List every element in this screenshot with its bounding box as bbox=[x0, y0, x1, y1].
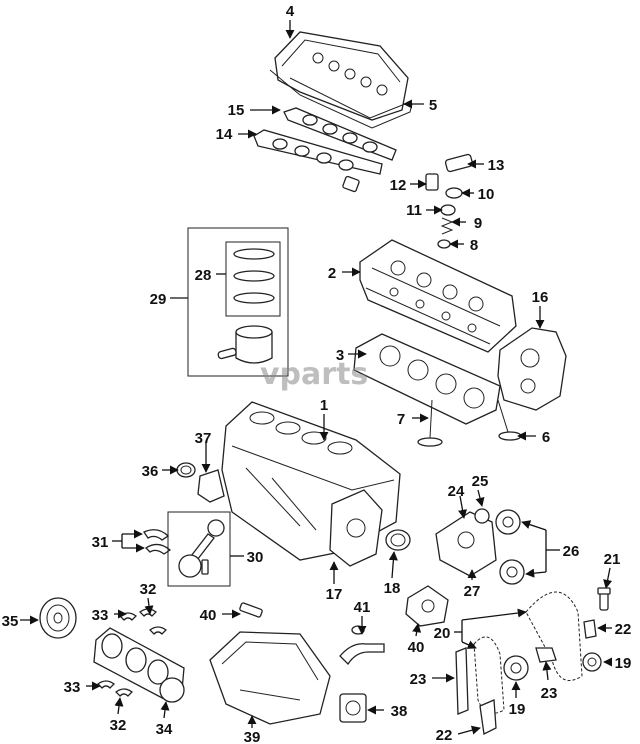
exhaust-valve-drawing bbox=[497, 399, 522, 441]
callout-1: 1 bbox=[320, 397, 328, 414]
callout-2: 2 bbox=[328, 265, 336, 282]
chain-guide-drawing bbox=[455, 619, 597, 735]
callout-19-right: 19 bbox=[615, 655, 632, 672]
callout-11: 11 bbox=[406, 202, 422, 219]
camshaft-adjuster-drawing bbox=[495, 509, 525, 585]
callout-30: 30 bbox=[247, 549, 264, 566]
callout-37: 37 bbox=[195, 430, 212, 447]
callout-36: 36 bbox=[142, 463, 159, 480]
oil-pan-drawing bbox=[209, 631, 331, 725]
oil-filter-housing-drawing bbox=[339, 693, 367, 723]
callout-15: 15 bbox=[228, 102, 245, 119]
callout-40-right: 40 bbox=[408, 639, 425, 656]
callout-16: 16 bbox=[532, 289, 549, 306]
callout-24: 24 bbox=[448, 483, 465, 500]
head-gasket-drawing bbox=[353, 333, 501, 425]
callout-7: 7 bbox=[397, 411, 405, 428]
callout-22-bottom: 22 bbox=[436, 727, 453, 744]
callout-28: 28 bbox=[195, 267, 212, 284]
timing-cover-drawing bbox=[497, 327, 567, 411]
rear-seal-housing-drawing bbox=[197, 469, 225, 503]
callout-32-top: 32 bbox=[140, 581, 157, 598]
callout-6: 6 bbox=[542, 429, 550, 446]
callout-18: 18 bbox=[384, 580, 401, 597]
callout-17: 17 bbox=[326, 586, 343, 603]
callout-21: 21 bbox=[604, 551, 621, 568]
callout-39: 39 bbox=[244, 729, 261, 744]
callout-31: 31 bbox=[92, 534, 109, 551]
sprocket-drawing bbox=[503, 652, 602, 681]
callout-23-right: 23 bbox=[541, 685, 558, 702]
callout-19-bottom: 19 bbox=[509, 701, 526, 718]
piston-kit-box bbox=[187, 227, 289, 377]
callout-23-left: 23 bbox=[410, 671, 427, 688]
callout-20: 20 bbox=[434, 625, 451, 642]
crankshaft-drawing bbox=[93, 627, 185, 703]
callout-25: 25 bbox=[472, 473, 489, 490]
valve-cover-gasket-drawing bbox=[269, 69, 413, 129]
callout-33-bottom: 33 bbox=[64, 679, 81, 696]
callout-8: 8 bbox=[470, 237, 478, 254]
callout-4: 4 bbox=[286, 3, 295, 20]
callout-41: 41 bbox=[354, 599, 371, 616]
callout-13: 13 bbox=[488, 157, 505, 174]
callout-labels: 4 5 15 14 13 12 10 11 9 8 2 16 3 28 29 7… bbox=[2, 3, 632, 744]
callout-9: 9 bbox=[474, 215, 482, 232]
callout-35: 35 bbox=[2, 613, 19, 630]
callout-14: 14 bbox=[216, 126, 233, 143]
intake-valve-drawing bbox=[417, 399, 443, 447]
timing-chain-drawing bbox=[473, 591, 583, 714]
camshaft-exhaust-drawing bbox=[253, 129, 383, 193]
callout-22-right: 22 bbox=[615, 621, 632, 638]
valvetrain-parts-drawing bbox=[425, 153, 474, 249]
callout-34: 34 bbox=[156, 721, 173, 738]
callout-10: 10 bbox=[478, 186, 495, 203]
watermark-logo: vparts bbox=[260, 357, 368, 392]
callout-29: 29 bbox=[150, 291, 167, 308]
callout-26: 26 bbox=[563, 543, 580, 560]
callout-33-top: 33 bbox=[92, 607, 109, 624]
connecting-rod-box bbox=[167, 511, 231, 587]
oil-pump-drawing bbox=[435, 508, 497, 577]
oil-sensor-drawing bbox=[239, 602, 263, 618]
crank-pulley-drawing bbox=[39, 597, 77, 639]
callout-12: 12 bbox=[390, 177, 407, 194]
leader-lines bbox=[20, 20, 613, 735]
rear-seal-drawing bbox=[176, 462, 196, 478]
callout-32-bottom: 32 bbox=[110, 717, 127, 734]
bolt-drawing bbox=[597, 587, 611, 611]
front-cover-drawing bbox=[329, 489, 383, 567]
oil-pump-lower-drawing bbox=[405, 585, 449, 627]
rod-bearings-drawing bbox=[143, 529, 172, 555]
valve-cover-drawing bbox=[274, 31, 409, 121]
callout-38: 38 bbox=[391, 703, 408, 720]
callout-40-left: 40 bbox=[200, 607, 217, 624]
cylinder-head-drawing bbox=[359, 239, 517, 353]
front-seal-drawing bbox=[385, 529, 411, 551]
callout-3: 3 bbox=[336, 347, 344, 364]
callout-27: 27 bbox=[464, 583, 481, 600]
camshaft-intake-drawing bbox=[283, 107, 397, 161]
callout-5: 5 bbox=[429, 97, 437, 114]
chain-tensioner-drawing bbox=[535, 647, 557, 663]
